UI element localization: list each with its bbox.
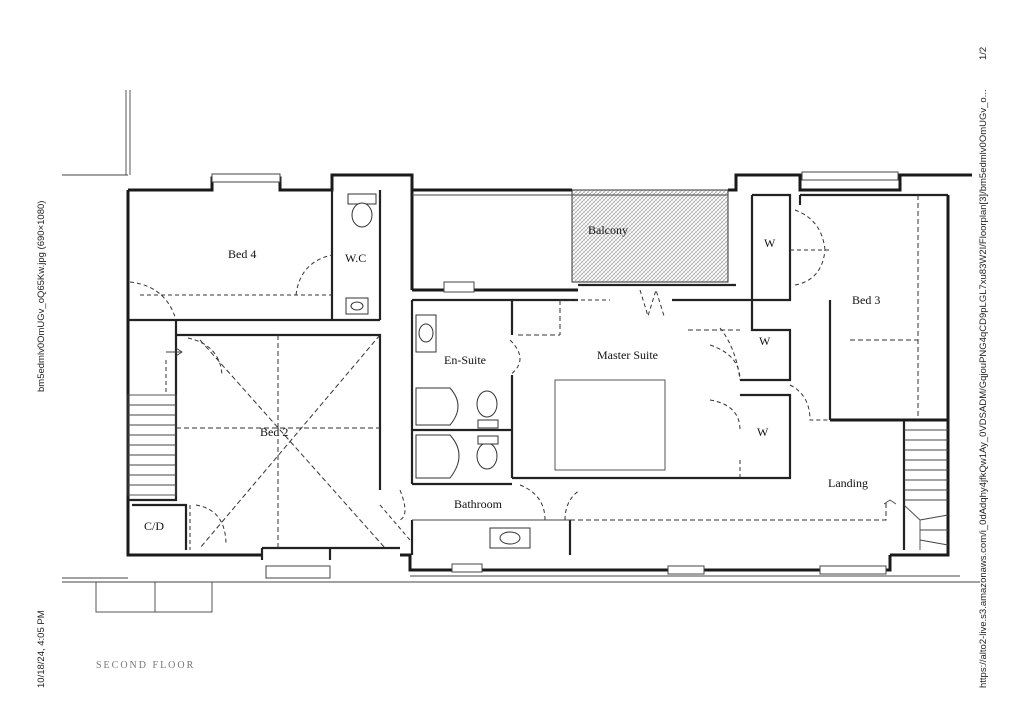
- bed4-and-wc-walls: [128, 190, 382, 335]
- label-bed4: Bed 4: [228, 247, 256, 261]
- cupboard: [132, 503, 188, 550]
- stairs-left: [127, 347, 183, 496]
- label-wc: W.C: [345, 251, 366, 265]
- exterior-lines: [62, 90, 980, 613]
- label-bed2: Bed 2: [260, 425, 288, 439]
- landing-and-stairs: [570, 420, 949, 550]
- label-en-suite: En-Suite: [444, 353, 486, 367]
- outer-walls: [126, 173, 972, 572]
- label-master-suite: Master Suite: [597, 348, 658, 362]
- label-bed3: Bed 3: [852, 293, 880, 307]
- label-wardrobe-3: W: [757, 425, 769, 439]
- label-wardrobe-2: W: [759, 334, 771, 348]
- label-bathroom: Bathroom: [454, 497, 503, 511]
- label-landing: Landing: [828, 476, 868, 490]
- windows: [211, 171, 899, 579]
- ensuite-bathroom-walls: [410, 298, 581, 555]
- wardrobe-walls: [719, 193, 830, 480]
- label-cupboard: C/D: [144, 519, 164, 533]
- master-suite-walls: [512, 288, 752, 480]
- balcony: [412, 189, 736, 287]
- floor-title: SECOND FLOOR: [96, 660, 195, 671]
- room-labels: Bed 4 W.C Balcony Bed 3 W En-Suite Maste…: [144, 223, 880, 533]
- label-wardrobe-1: W: [764, 236, 776, 250]
- label-balcony: Balcony: [588, 223, 628, 237]
- bed2-walls: [128, 333, 411, 550]
- bed3-walls: [789, 193, 948, 421]
